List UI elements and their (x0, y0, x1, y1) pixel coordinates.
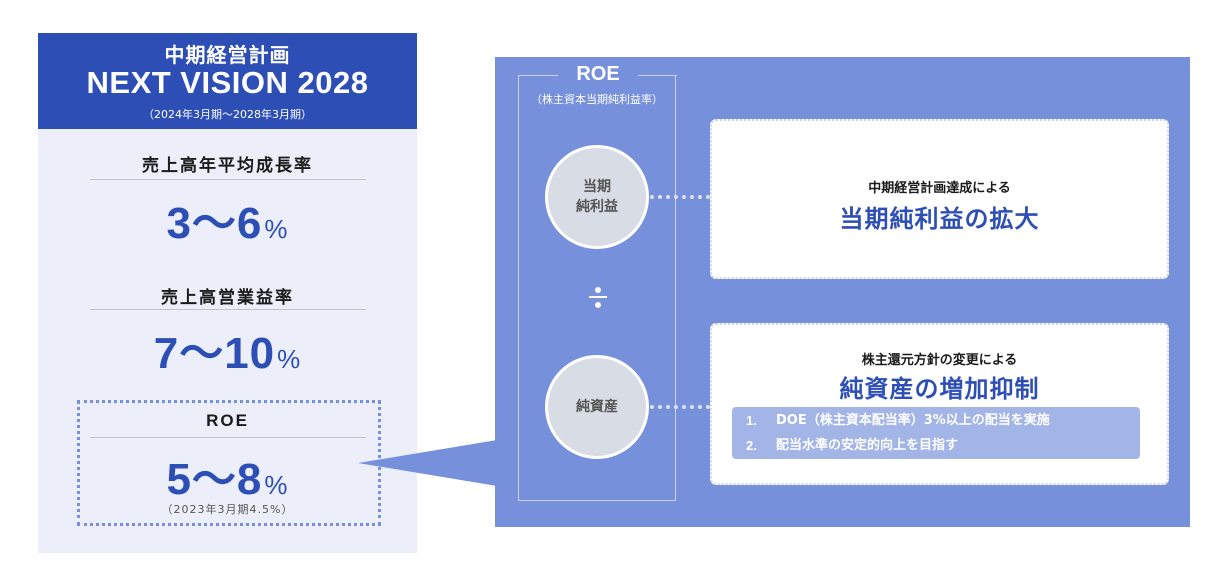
frame-top-right (638, 75, 677, 76)
driver-subtitle: 株主還元方針の変更による (861, 353, 1018, 368)
driver-box-net-assets: 株主還元方針の変更による 純資産の増加抑制 1. DOE（株主資本配当率）3%以… (710, 323, 1169, 485)
connector-line (650, 195, 710, 199)
driver-box-net-income: 中期経営計画達成による 当期純利益の拡大 (710, 119, 1169, 279)
plan-title: 中期経営計画 (164, 43, 291, 67)
divider (90, 437, 366, 438)
divide-dot (595, 302, 601, 308)
net-assets-circle: 純資産 (545, 355, 649, 459)
target-value-roe: 5～8% (38, 443, 417, 507)
value-unit: % (264, 470, 289, 500)
connector-line (650, 405, 710, 409)
net-income-line2: 純利益 (576, 199, 618, 215)
mid-term-plan-panel: 中期経営計画 NEXT VISION 2028 （2024年3月期～2028年3… (38, 33, 417, 553)
value-number: 7～10 (153, 329, 276, 378)
net-assets-label: 純資産 (576, 399, 618, 415)
divider (90, 179, 366, 180)
value-unit: % (264, 214, 289, 244)
list-item-text: 配当水準の安定的向上を目指す (776, 438, 959, 453)
driver-subtitle: 中期経営計画達成による (868, 181, 1011, 196)
roe-subtitle: （株主資本当期純利益率） (531, 93, 663, 106)
frame-top-left (518, 75, 558, 76)
list-item-text: DOE（株主資本配当率）3%以上の配当を実施 (776, 413, 1050, 428)
list-item: 1. DOE（株主資本配当率）3%以上の配当を実施 (746, 409, 1140, 434)
driver-title: 当期純利益の拡大 (839, 205, 1040, 233)
list-item-number: 2. (746, 438, 757, 453)
driver-title: 純資産の増加抑制 (839, 375, 1040, 403)
net-income-circle: 当期 純利益 (545, 145, 649, 249)
target-value-operating-margin: 7～10% (38, 317, 417, 381)
net-income-line1: 当期 (583, 179, 611, 195)
target-label-operating-margin: 売上高営業益率 (161, 288, 294, 308)
roe-baseline-note: （2023年3月期4.5%） (161, 503, 294, 516)
value-number: 3～6 (166, 199, 263, 248)
plan-header: 中期経営計画 NEXT VISION 2028 （2024年3月期～2028年3… (38, 33, 417, 129)
divider (90, 309, 366, 310)
target-label-sales-growth: 売上高年平均成長率 (142, 156, 313, 176)
roe-title: ROE (576, 63, 620, 85)
value-number: 5～8 (166, 455, 263, 504)
target-label-roe: ROE (206, 411, 249, 430)
target-value-sales-growth: 3～6% (38, 187, 417, 251)
divide-bar (589, 296, 607, 298)
roe-breakdown-panel: ROE （株主資本当期純利益率） 当期 純利益 純資産 中期経営計画達成による … (495, 57, 1190, 527)
list-item: 2. 配当水準の安定的向上を目指す (746, 434, 1140, 459)
plan-period: （2024年3月期～2028年3月期） (143, 108, 312, 121)
roe-formula-frame (518, 75, 676, 501)
plan-name: NEXT VISION 2028 (86, 65, 369, 100)
divide-icon (588, 285, 608, 313)
policy-list: 1. DOE（株主資本配当率）3%以上の配当を実施 2. 配当水準の安定的向上を… (732, 407, 1140, 459)
list-item-number: 1. (746, 413, 757, 428)
value-unit: % (277, 344, 302, 374)
divide-dot (595, 287, 601, 293)
